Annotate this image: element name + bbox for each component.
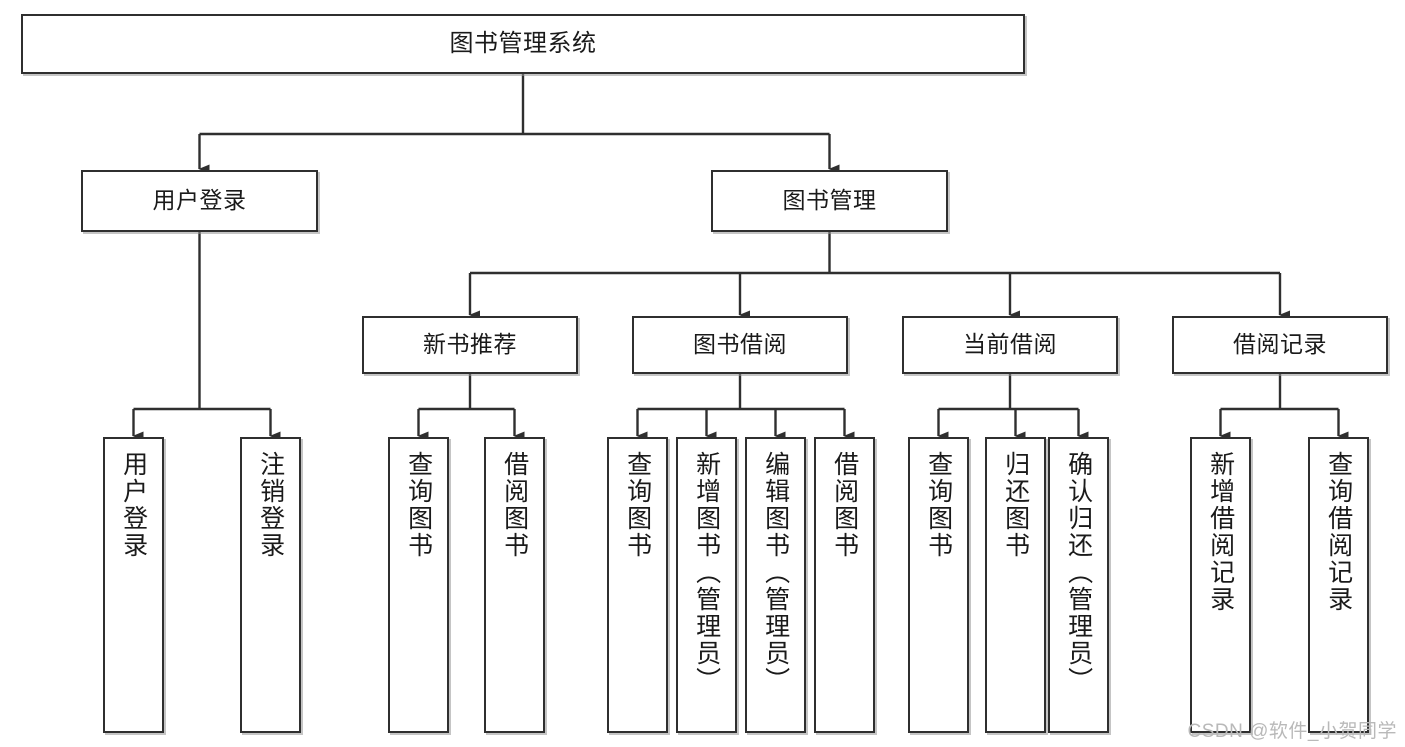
node-leaf-cur-query[interactable]: 查询图书	[908, 437, 969, 733]
node-current[interactable]: 当前借阅	[902, 316, 1118, 374]
node-leaf-bw-edit[interactable]: 编辑图书（管理员）	[745, 437, 806, 733]
node-borrow[interactable]: 图书借阅	[632, 316, 848, 374]
node-label: 归还图书	[1001, 451, 1030, 559]
node-leaf-bw-query[interactable]: 查询图书	[607, 437, 668, 733]
node-label: 借阅图书	[500, 451, 529, 559]
node-leaf-cur-return[interactable]: 归还图书	[985, 437, 1046, 733]
node-login[interactable]: 用户登录	[81, 170, 318, 232]
node-leaf-user-login[interactable]: 用户登录	[103, 437, 164, 733]
node-label: 确认归还（管理员）	[1064, 451, 1093, 694]
node-leaf-nb-borrow[interactable]: 借阅图书	[484, 437, 545, 733]
node-label: 查询借阅记录	[1324, 451, 1353, 613]
node-leaf-bw-borrow[interactable]: 借阅图书	[814, 437, 875, 733]
node-label: 借阅图书	[830, 451, 859, 559]
node-label: 当前借阅	[963, 331, 1057, 358]
node-label: 图书管理系统	[449, 29, 597, 57]
node-root[interactable]: 图书管理系统	[21, 14, 1025, 74]
node-label: 编辑图书（管理员）	[761, 451, 790, 694]
node-label: 借阅记录	[1233, 331, 1327, 358]
node-label: 新书推荐	[423, 331, 517, 358]
node-label: 查询图书	[623, 451, 652, 559]
node-label: 图书管理	[782, 187, 877, 214]
node-leaf-rec-query[interactable]: 查询借阅记录	[1308, 437, 1369, 733]
node-label: 图书借阅	[693, 331, 787, 358]
node-label: 注销登录	[256, 451, 285, 559]
node-label: 用户登录	[119, 451, 148, 559]
node-label: 用户登录	[152, 187, 247, 214]
watermark-text: CSDN @软件_小贺同学	[1187, 721, 1397, 742]
node-label: 查询图书	[924, 451, 953, 559]
node-newbook[interactable]: 新书推荐	[362, 316, 578, 374]
node-bookmgmt[interactable]: 图书管理	[711, 170, 948, 232]
node-leaf-cur-confirm[interactable]: 确认归还（管理员）	[1048, 437, 1109, 733]
node-label: 新增借阅记录	[1206, 451, 1235, 613]
node-label: 新增图书（管理员）	[692, 451, 721, 694]
node-leaf-bw-add[interactable]: 新增图书（管理员）	[676, 437, 737, 733]
node-leaf-user-logout[interactable]: 注销登录	[240, 437, 301, 733]
node-records[interactable]: 借阅记录	[1172, 316, 1388, 374]
node-leaf-nb-query[interactable]: 查询图书	[388, 437, 449, 733]
node-label: 查询图书	[404, 451, 433, 559]
node-leaf-rec-add[interactable]: 新增借阅记录	[1190, 437, 1251, 733]
